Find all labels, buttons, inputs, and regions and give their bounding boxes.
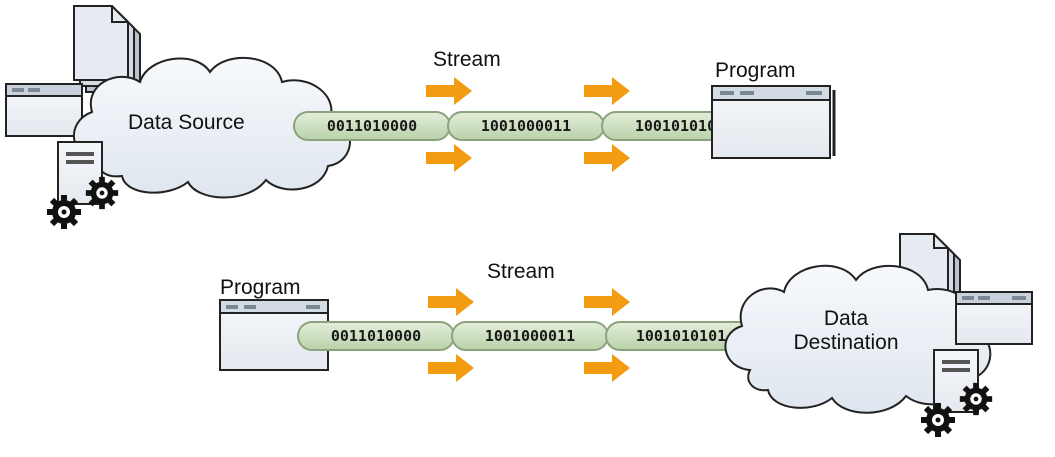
- bottom-stream-diagram: Program Stream 0011010000 1001000011 100…: [219, 233, 1033, 437]
- stream-segment-bits: 1001000011: [485, 327, 575, 345]
- data-destination-label-line1: Data: [824, 307, 869, 330]
- data-source-label: Data Source: [128, 111, 245, 134]
- arrow-icon: [428, 354, 474, 382]
- arrow-icon: [584, 354, 630, 382]
- stream-segment-bits: 1001010101: [636, 327, 726, 345]
- data-destination-label-line2: Destination: [793, 331, 898, 354]
- arrow-icon: [584, 144, 630, 172]
- arrow-icon: [584, 77, 630, 105]
- server-icon: [933, 349, 979, 413]
- data-source-cloud: Data Source: [73, 56, 351, 199]
- program-window-icon: [711, 85, 836, 159]
- byte-stream: 0011010000 1001000011 1001010101: [293, 111, 759, 141]
- stream-segment-bits: 0011010000: [331, 327, 421, 345]
- top-stream-diagram: Data Source Stream 0011010000 100100: [5, 5, 836, 229]
- byte-stream: 0011010000 1001000011 1001010101: [297, 321, 757, 351]
- arrow-icon: [426, 77, 472, 105]
- window-icon: [5, 83, 83, 137]
- window-icon: [955, 291, 1033, 345]
- stream-segment-bits: 1001000011: [481, 117, 571, 135]
- arrow-icon: [428, 288, 474, 316]
- program-window-icon: [219, 299, 329, 371]
- stream-segment-bits: 1001010101: [635, 117, 725, 135]
- document-stack-icon: [73, 5, 141, 93]
- arrow-icon: [426, 144, 472, 172]
- program-label: Program: [715, 59, 796, 82]
- stream-segment-bits: 0011010000: [327, 117, 417, 135]
- arrow-icon: [584, 288, 630, 316]
- stream-label: Stream: [433, 48, 501, 71]
- stream-label: Stream: [487, 260, 555, 283]
- program-label: Program: [220, 276, 301, 299]
